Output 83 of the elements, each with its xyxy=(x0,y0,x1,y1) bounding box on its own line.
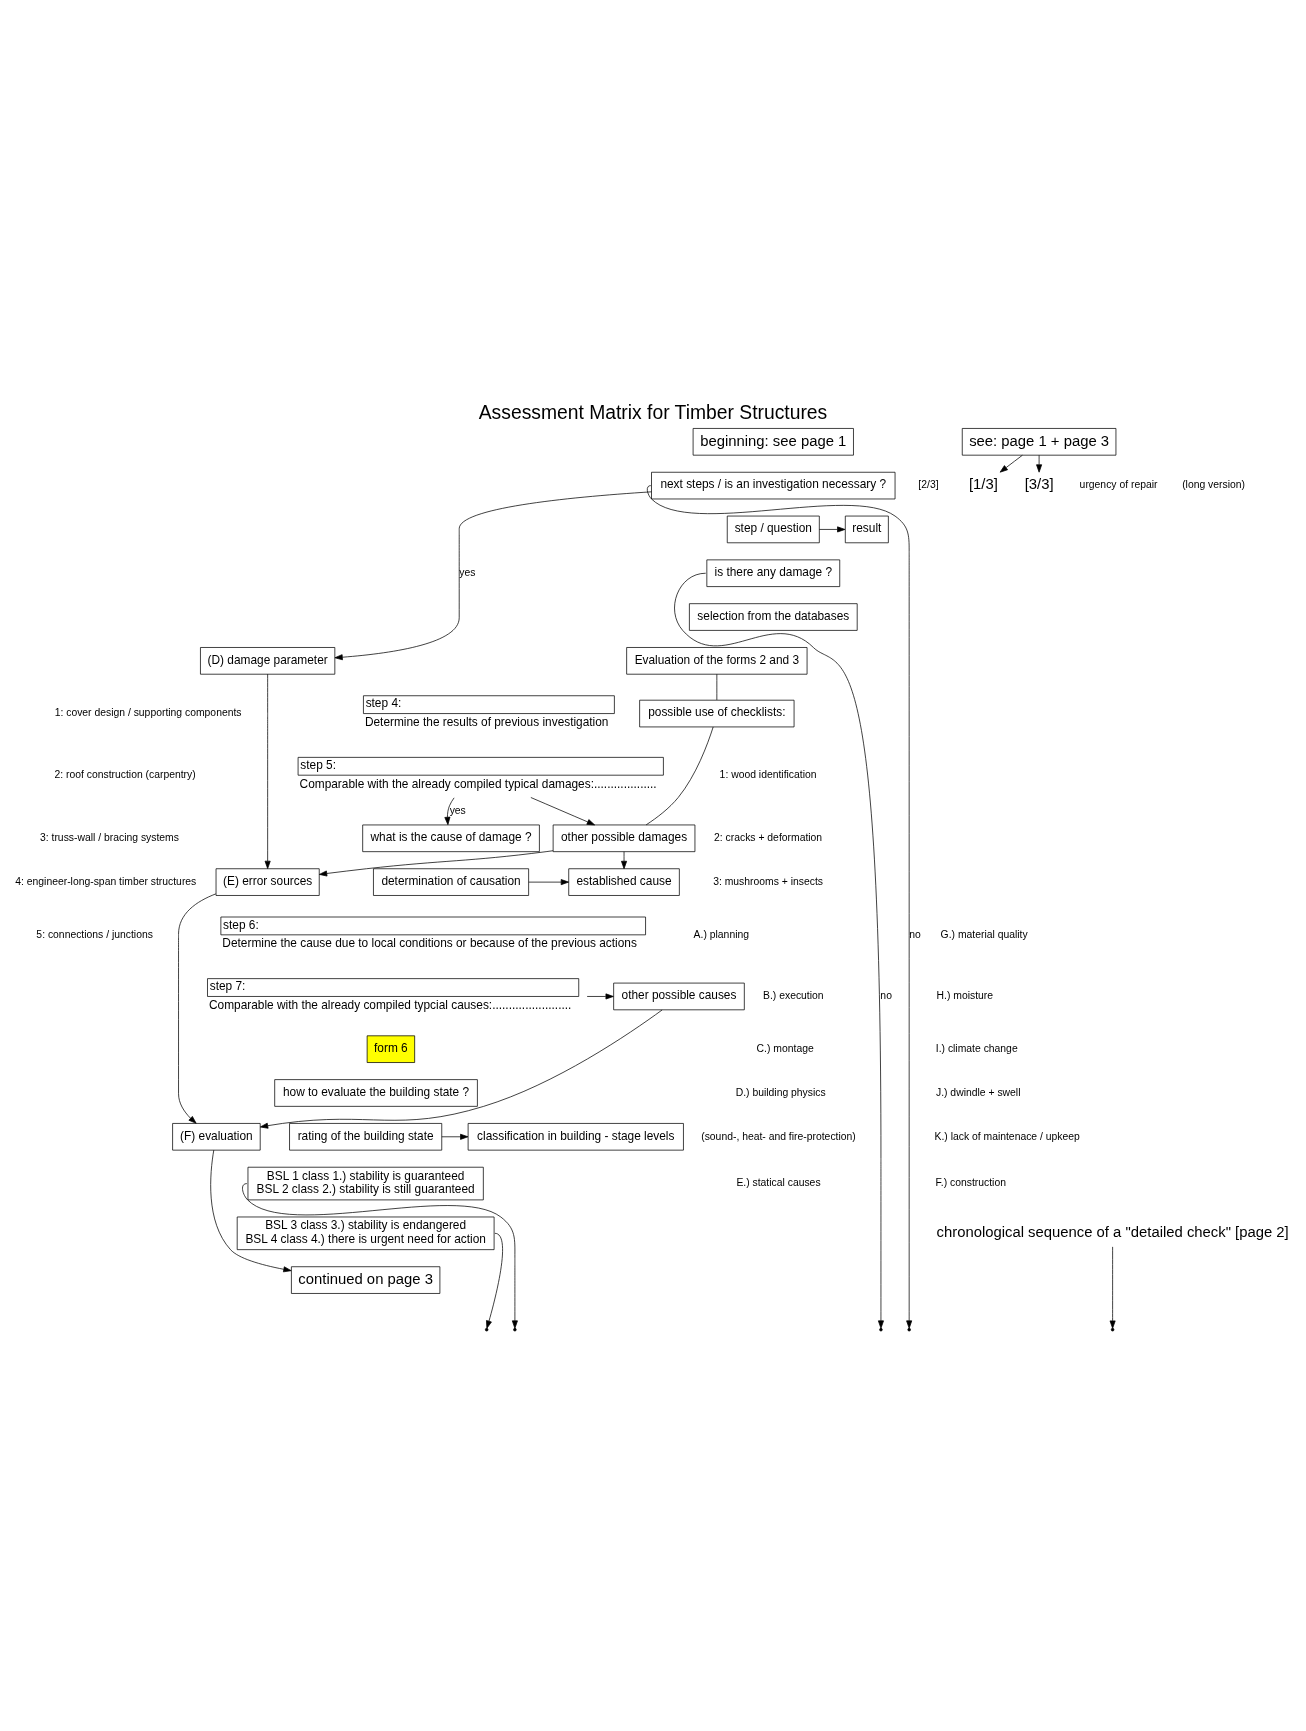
node-box: step 7: xyxy=(207,977,580,997)
label: F.) construction xyxy=(935,1176,1006,1188)
arrow xyxy=(528,878,569,885)
node-box: step 4: xyxy=(363,694,615,714)
node-label: Comparable with the already compiled typcial causes:........................ xyxy=(208,997,572,1012)
connector xyxy=(645,726,714,825)
node-box: step 6: xyxy=(220,916,646,935)
arrow xyxy=(586,993,614,999)
edge-label: yes xyxy=(459,566,476,578)
edge-label: no xyxy=(880,989,892,1001)
node-box: see: page 1 + page 3 xyxy=(961,427,1117,456)
label: 3: truss-wall / bracing systems xyxy=(40,831,179,843)
arrow xyxy=(178,893,217,1124)
label: I.) climate change xyxy=(935,1042,1018,1054)
node-box: how to evaluate the building state ? xyxy=(274,1078,478,1107)
node-text: [1/3] xyxy=(968,475,998,492)
arrow xyxy=(334,490,652,660)
node-box: possible use of checklists: xyxy=(639,699,795,727)
node-box: other possible damages xyxy=(552,824,696,852)
node-box: (F) evaluation xyxy=(172,1122,261,1151)
label: 5: connections / junctions xyxy=(36,928,153,940)
node-label: Determine the results of previous investigation xyxy=(364,714,609,729)
label: B.) execution xyxy=(763,989,824,1001)
arrow xyxy=(260,1009,663,1129)
node-box: rating of the building state xyxy=(289,1122,443,1151)
arrow xyxy=(646,484,913,1329)
label: 1: wood identification xyxy=(719,768,817,780)
node-box: (E) error sources xyxy=(215,867,320,896)
node-text: [3/3] xyxy=(1024,475,1054,492)
node-box: BSL 1 class 1.) stability is guaranteed BSL 2 class 2.) stability is still guaranteed xyxy=(247,1166,484,1200)
node-box: BSL 3 class 3.) stability is endangered BSL 4 class 4.) there is urgent need for action xyxy=(236,1216,495,1250)
arrow xyxy=(210,1149,292,1272)
label: 3: mushrooms + insects xyxy=(713,875,824,887)
node-box: classification in building - stage levels xyxy=(467,1122,684,1151)
node-box: step 5: xyxy=(297,756,664,776)
node-box: continued on page 3 xyxy=(291,1265,441,1294)
edge-label: no xyxy=(909,928,921,940)
arrow xyxy=(1109,1246,1116,1329)
label: 2: cracks + deformation xyxy=(714,831,823,843)
node-box: is there any damage ? xyxy=(706,559,841,587)
node-box: determination of causation xyxy=(373,867,529,896)
label: [2/3] xyxy=(918,478,939,490)
arrow xyxy=(818,525,846,532)
label: G.) material quality xyxy=(940,928,1028,940)
arrow xyxy=(444,796,455,825)
node-label: Comparable with the already compiled typical damages:................... xyxy=(299,776,657,791)
label: 4: engineer-long-span timber structures xyxy=(15,875,197,887)
node-box: other possible causes xyxy=(613,982,745,1010)
edge-label: yes xyxy=(449,804,466,816)
label: H.) moisture xyxy=(936,989,994,1001)
label: D.) building physics xyxy=(735,1086,826,1098)
label: C.) montage xyxy=(756,1042,814,1054)
label: (sound-, heat- and fire-protection) xyxy=(701,1130,856,1142)
arrow xyxy=(441,1133,469,1140)
node-box: step / question xyxy=(726,515,820,543)
arrow xyxy=(674,572,884,1329)
node-label: Determine the cause due to local conditions or because of the previous actions xyxy=(222,935,637,950)
label: E.) statical causes xyxy=(736,1176,821,1188)
arrow xyxy=(999,454,1023,473)
node-text: chronological sequence of a "detailed check" [page 2] xyxy=(936,1223,1289,1240)
node-box: beginning: see page 1 xyxy=(692,427,854,456)
arrow xyxy=(621,850,627,869)
label: urgency of repair xyxy=(1079,478,1158,490)
label: K.) lack of maintenace / upkeep xyxy=(934,1130,1080,1142)
label: 1: cover design / supporting components xyxy=(54,706,242,718)
arrow xyxy=(1036,454,1043,473)
label: A.) planning xyxy=(693,928,749,940)
node-box: (D) damage parameter xyxy=(200,646,336,675)
label: J.) dwindle + swell xyxy=(935,1086,1021,1098)
node-box: established cause xyxy=(568,867,680,896)
label: 2: roof construction (carpentry) xyxy=(54,768,196,780)
connector xyxy=(716,673,718,700)
node-box: result xyxy=(844,515,889,543)
node-box: selection from the databases xyxy=(689,602,858,631)
node-box: form 6 xyxy=(366,1034,416,1063)
arrow xyxy=(264,673,271,869)
node-box: next steps / is an investigation necessary ? xyxy=(651,471,896,499)
node-box: what is the cause of damage ? xyxy=(362,824,540,852)
arrow xyxy=(319,849,554,876)
label: (long version) xyxy=(1182,478,1246,490)
arrow xyxy=(530,796,595,825)
diagram-title: Assessment Matrix for Timber Structures xyxy=(478,401,828,423)
node-box: Evaluation of the forms 2 and 3 xyxy=(626,646,808,675)
